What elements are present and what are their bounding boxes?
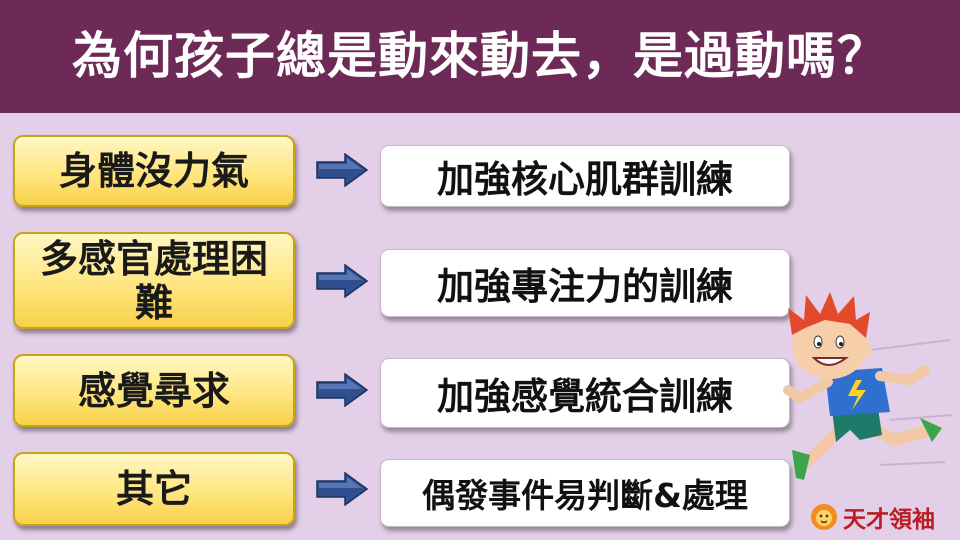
- brand-logo: 天才領袖: [810, 502, 935, 533]
- solution-box: 偶發事件易判斷&處理: [380, 459, 790, 527]
- right-arrow-icon: [316, 264, 369, 298]
- cause-box: 身體沒力氣: [13, 135, 295, 207]
- solution-box: 加強感覺統合訓練: [380, 358, 790, 428]
- right-arrow-icon: [316, 472, 369, 506]
- page-title: 為何孩子總是動來動去，是過動嗎？: [72, 27, 888, 85]
- lion-logo-icon: [811, 504, 837, 530]
- right-arrow-icon: [316, 373, 369, 407]
- solution-box: 加強專注力的訓練: [380, 249, 790, 317]
- solution-box: 加強核心肌群訓練: [380, 145, 790, 207]
- cause-box: 感覺尋求: [13, 354, 295, 427]
- right-arrow-icon: [316, 153, 369, 187]
- cause-box: 其它: [13, 452, 295, 526]
- cause-box: 多感官處理困難: [13, 232, 295, 329]
- running-boy-illustration: [783, 292, 953, 480]
- header-bar: [0, 0, 960, 113]
- logo-text: 天才領袖: [843, 507, 935, 533]
- speed-lines: [869, 339, 953, 466]
